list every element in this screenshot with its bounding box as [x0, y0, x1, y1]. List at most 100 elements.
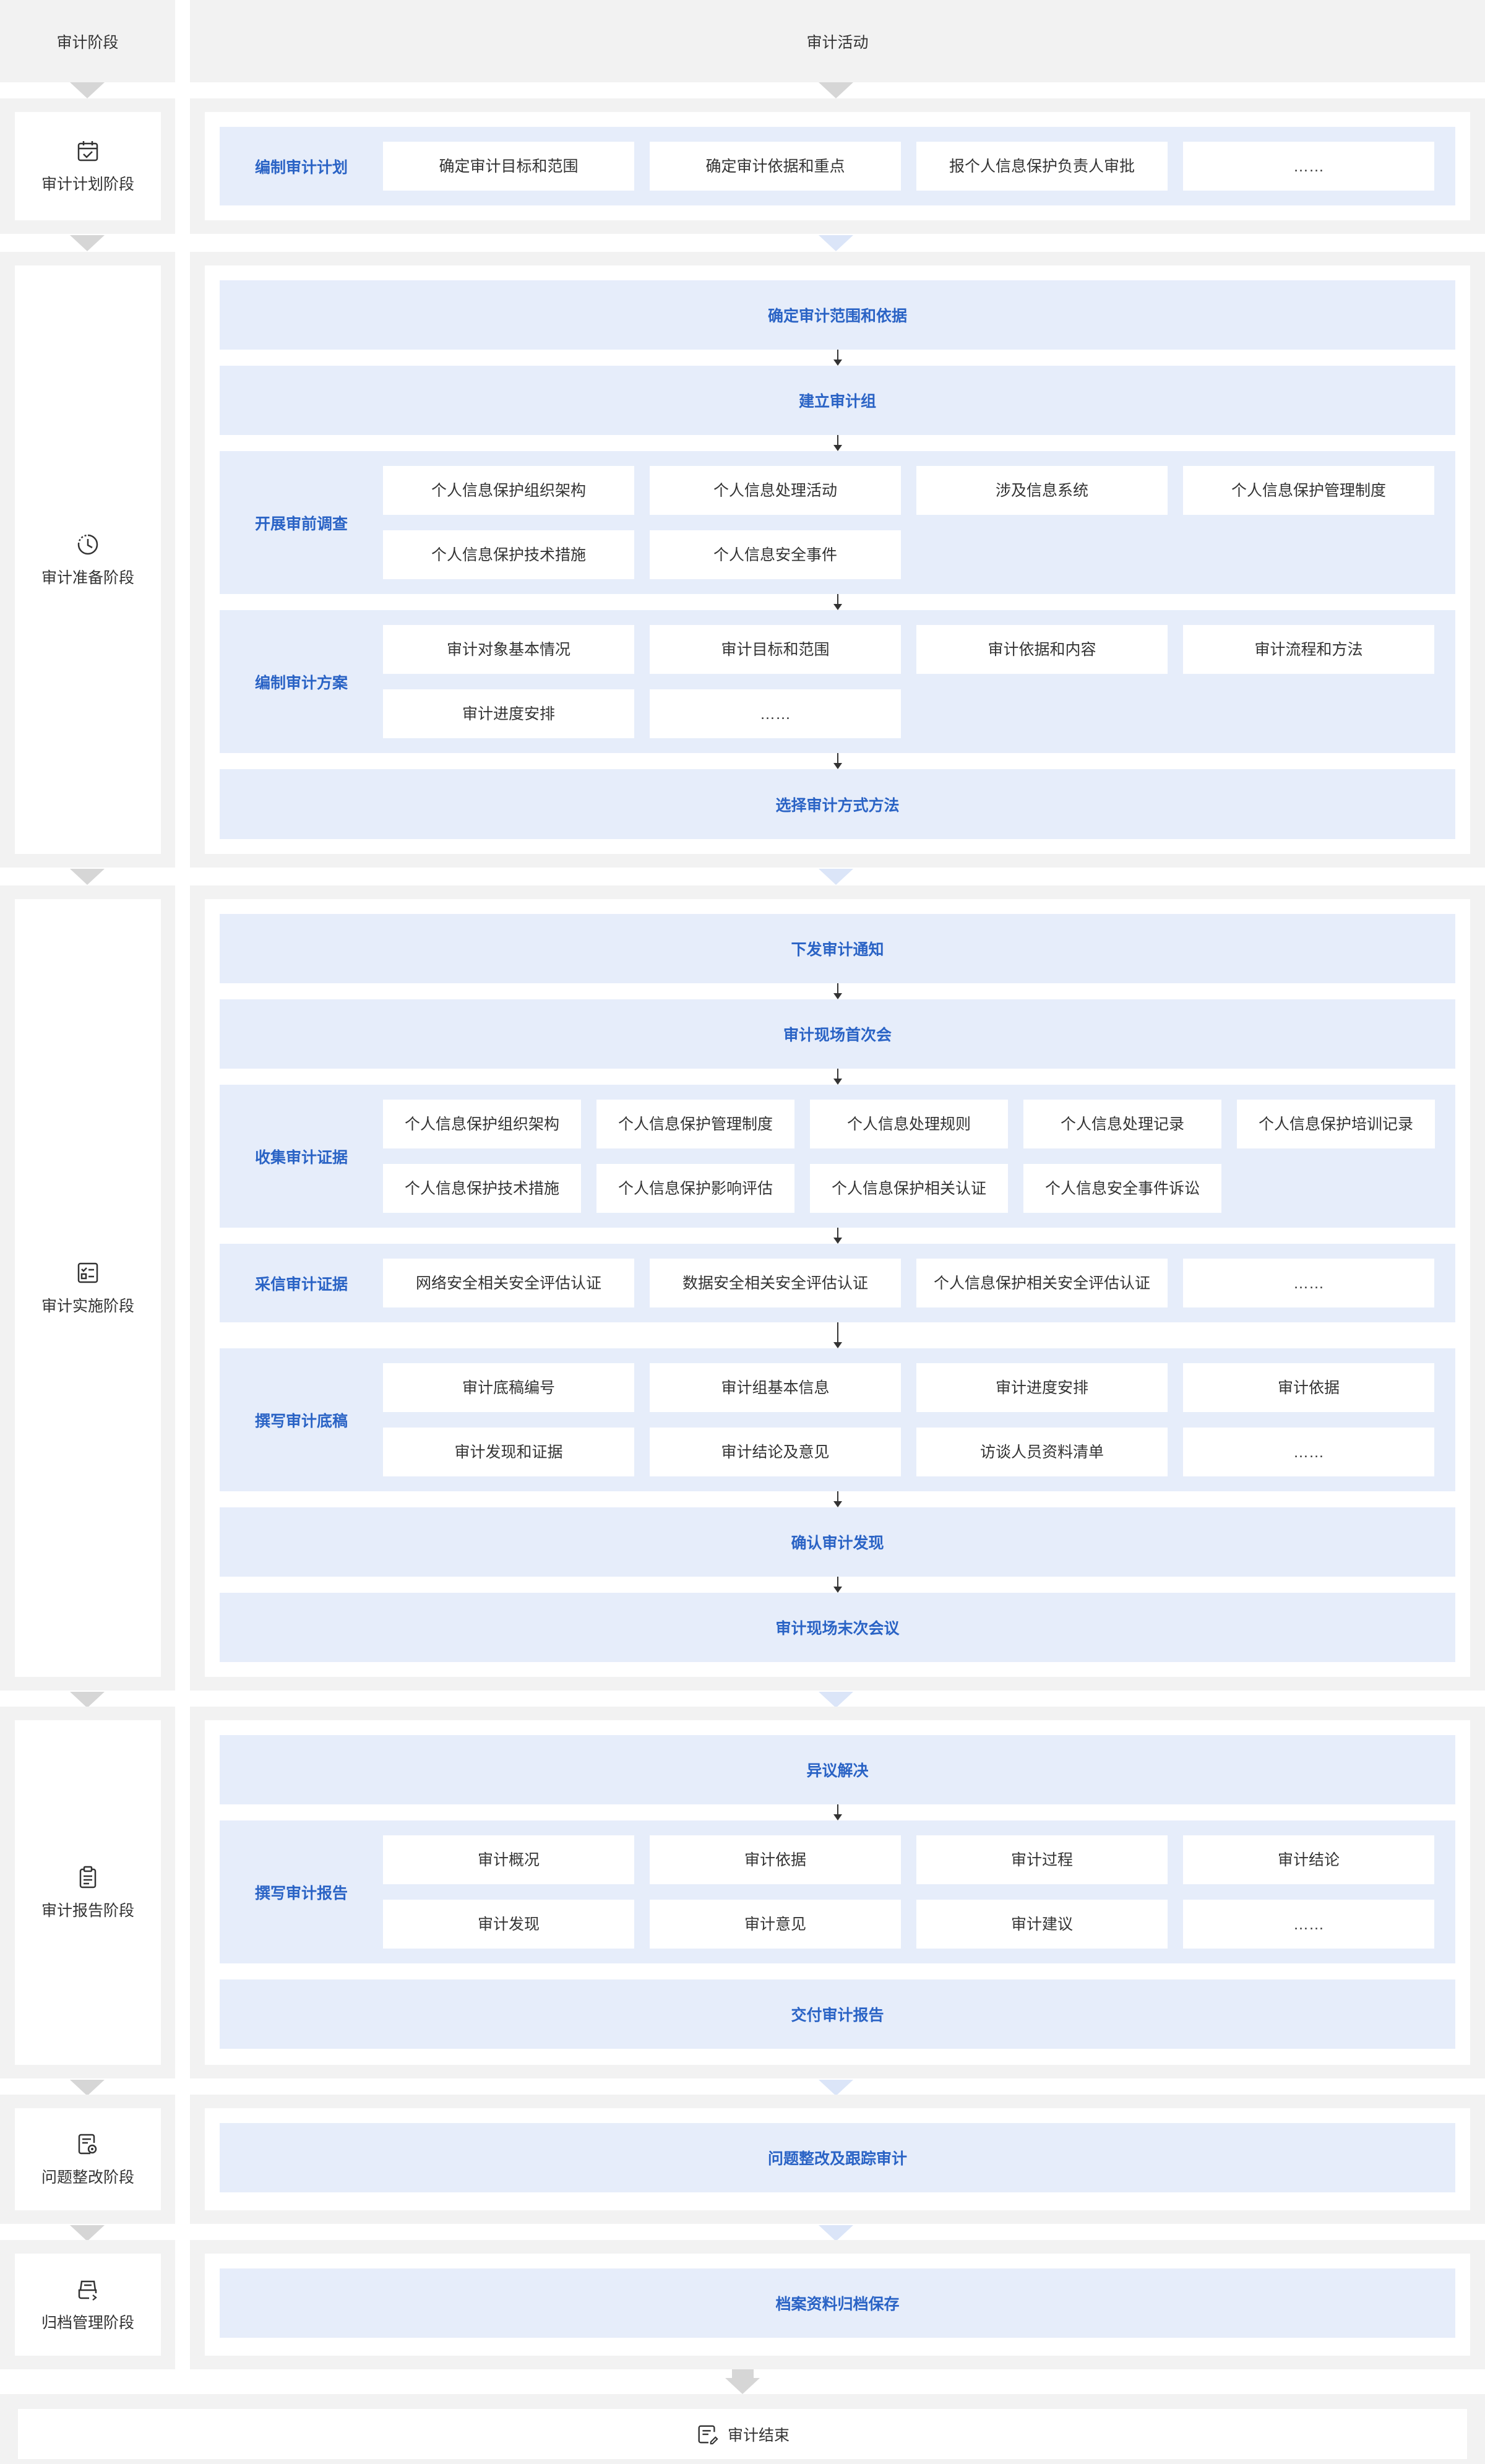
survey-item: 个人信息安全事件 [650, 530, 901, 579]
activity-planning-frame: 编制审计计划 确定审计目标和范围 确定审计依据和重点 报个人信息保护负责人审批 … [190, 98, 1485, 234]
impl-step-first-meeting: 审计现场首次会 [220, 999, 1455, 1069]
report-item: 审计结论 [1183, 1835, 1434, 1884]
planning-item: 确定审计依据和重点 [650, 142, 901, 191]
survey-item: 涉及信息系统 [916, 466, 1168, 515]
stage-report-card: 审计报告阶段 [15, 1720, 161, 2065]
flow-arrow-down-icon [70, 869, 105, 885]
arrow-down-icon [833, 1322, 842, 1348]
clock-icon [77, 534, 98, 554]
collect-item: 个人信息处理规则 [810, 1100, 1008, 1148]
adopt-item: 个人信息保护相关安全评估认证 [916, 1259, 1168, 1307]
stage-implementation-frame: 审计实施阶段 [0, 885, 175, 1691]
collect-item: 个人信息保护技术措施 [383, 1164, 581, 1213]
collect-item: 个人信息保护管理制度 [596, 1100, 794, 1148]
activity-preparation-frame: 确定审计范围和依据 建立审计组 开展审前调查 个人信息保护组织架构 个人信息处理… [190, 252, 1485, 868]
flow-arrow-down-icon [819, 869, 853, 885]
flow-arrow-down-icon [819, 235, 853, 251]
impl-draft-label: 撰写审计底稿 [254, 1412, 348, 1430]
activity-planning-inner: 编制审计计划 确定审计目标和范围 确定审计依据和重点 报个人信息保护负责人审批 … [205, 112, 1470, 220]
end-frame: 审计结束 [0, 2394, 1485, 2464]
prep-plan-row: 编制审计方案 审计对象基本情况 审计目标和范围 审计依据和内容 审计流程和方法 … [220, 610, 1455, 753]
draft-item: 审计发现和证据 [383, 1428, 634, 1476]
stage-column-title: 审计阶段 [56, 33, 119, 51]
document-search-icon [78, 2134, 97, 2154]
prep-step-scope: 确定审计范围和依据 [220, 280, 1455, 350]
planning-row-label: 编制审计计划 [254, 158, 348, 176]
collect-item: 个人信息处理记录 [1023, 1100, 1221, 1148]
plan-item: 审计目标和范围 [650, 625, 901, 674]
activity-implementation-inner: 下发审计通知 审计现场首次会 收集审计证据 个人信息保护组织架构 个人信息保护管… [205, 899, 1470, 1677]
document-edit-icon [698, 2425, 718, 2444]
arrow-down-icon [833, 1228, 842, 1244]
report-write-row: 撰写审计报告 审计概况 审计依据 审计过程 审计结论 审计发现 审计意见 审计建… [220, 1820, 1455, 1963]
stage-rectification-label: 问题整改阶段 [41, 2168, 134, 2186]
plan-item: 审计流程和方法 [1183, 625, 1434, 674]
impl-draft-row: 撰写审计底稿 审计底稿编号 审计组基本信息 审计进度安排 审计依据 审计发现和证… [220, 1348, 1455, 1491]
collect-item: 个人信息保护培训记录 [1237, 1100, 1435, 1148]
report-item: 审计概况 [383, 1835, 634, 1884]
stage-preparation-frame: 审计准备阶段 [0, 252, 175, 868]
arrow-down-icon [833, 594, 842, 610]
activity-rectification-frame: 问题整改及跟踪审计 [190, 2095, 1485, 2224]
activity-report-frame: 异议解决 撰写审计报告 审计概况 审计依据 审计过程 审计结论 审计发现 审计意… [190, 1707, 1485, 2078]
report-item: 审计依据 [650, 1835, 901, 1884]
impl-step-last-meeting: 审计现场末次会议 [220, 1593, 1455, 1662]
stage-implementation-label: 审计实施阶段 [41, 1297, 134, 1315]
collect-item: 个人信息保护组织架构 [383, 1100, 581, 1148]
planning-item: 确定审计目标和范围 [383, 142, 634, 191]
survey-item: 个人信息保护组织架构 [383, 466, 634, 515]
flow-arrow-down-icon [819, 2080, 853, 2096]
activity-preparation-inner: 确定审计范围和依据 建立审计组 开展审前调查 个人信息保护组织架构 个人信息处理… [205, 265, 1470, 854]
arrow-down-icon [833, 1491, 842, 1507]
arrow-down-icon [833, 1069, 842, 1085]
arrow-down-icon [833, 350, 842, 366]
report-step-dispute: 异议解决 [220, 1735, 1455, 1804]
stage-implementation-card: 审计实施阶段 [15, 899, 161, 1677]
draft-item: 访谈人员资料清单 [916, 1428, 1168, 1476]
adopt-item: …… [1183, 1259, 1434, 1307]
arrow-down-icon [833, 983, 842, 999]
survey-item: 个人信息处理活动 [650, 466, 901, 515]
checklist-icon [77, 1262, 98, 1283]
collect-item: 个人信息保护相关认证 [810, 1164, 1008, 1213]
activity-archive-inner: 档案资料归档保存 [205, 2254, 1470, 2356]
stage-archive-label: 归档管理阶段 [41, 2314, 134, 2332]
plan-item: …… [650, 689, 901, 738]
activity-report-inner: 异议解决 撰写审计报告 审计概况 审计依据 审计过程 审计结论 审计发现 审计意… [205, 1720, 1470, 2065]
report-step-deliver: 交付审计报告 [220, 1979, 1455, 2049]
report-item: …… [1183, 1900, 1434, 1949]
end-label: 审计结束 [727, 2426, 790, 2444]
calendar-check-icon [77, 140, 98, 161]
stage-planning-frame: 审计计划阶段 [0, 98, 175, 234]
draft-item: …… [1183, 1428, 1434, 1476]
flow-arrow-down-icon [70, 235, 105, 251]
activity-implementation-frame: 下发审计通知 审计现场首次会 收集审计证据 个人信息保护组织架构 个人信息保护管… [190, 885, 1485, 1691]
stage-planning-card: 审计计划阶段 [15, 112, 161, 220]
archive-icon [78, 2280, 97, 2301]
prep-plan-label: 编制审计方案 [254, 674, 348, 692]
flow-arrow-down-icon [819, 82, 853, 98]
activity-column-header: 审计活动 [190, 0, 1485, 82]
impl-collect-label: 收集审计证据 [254, 1148, 348, 1166]
survey-item: 个人信息保护管理制度 [1183, 466, 1434, 515]
planning-item: 报个人信息保护负责人审批 [916, 142, 1168, 191]
arrow-down-icon [833, 1804, 842, 1820]
plan-item: 审计进度安排 [383, 689, 634, 738]
report-item: 审计发现 [383, 1900, 634, 1949]
stage-preparation-card: 审计准备阶段 [15, 265, 161, 854]
draft-item: 审计结论及意见 [650, 1428, 901, 1476]
flow-arrow-down-icon [819, 2225, 853, 2241]
archive-step: 档案资料归档保存 [220, 2268, 1455, 2338]
planning-row: 编制审计计划 确定审计目标和范围 确定审计依据和重点 报个人信息保护负责人审批 … [220, 127, 1455, 205]
report-item: 审计过程 [916, 1835, 1168, 1884]
arrow-down-icon [833, 753, 842, 769]
draft-item: 审计进度安排 [916, 1363, 1168, 1412]
flow-arrow-down-icon [819, 1692, 853, 1708]
impl-adopt-row: 采信审计证据 网络安全相关安全评估认证 数据安全相关安全评估认证 个人信息保护相… [220, 1244, 1455, 1322]
report-item: 审计意见 [650, 1900, 901, 1949]
adopt-item: 网络安全相关安全评估认证 [383, 1259, 634, 1307]
prep-step-method: 选择审计方式方法 [220, 769, 1455, 839]
stage-archive-card: 归档管理阶段 [15, 2254, 161, 2356]
planning-item: …… [1183, 142, 1434, 191]
prep-survey-row: 开展审前调查 个人信息保护组织架构 个人信息处理活动 涉及信息系统 个人信息保护… [220, 451, 1455, 594]
